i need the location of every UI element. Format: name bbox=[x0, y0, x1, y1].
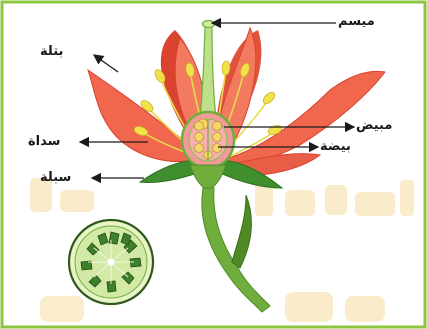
stigma bbox=[203, 21, 215, 28]
label-sepal: سبلة bbox=[40, 170, 71, 185]
label-ovule: بيضة bbox=[320, 139, 351, 154]
label-petal: بتلة bbox=[40, 44, 63, 59]
label-stamen: سداة bbox=[28, 134, 60, 149]
label-ovary: مبيض bbox=[356, 118, 392, 133]
stem-cross-section bbox=[69, 220, 153, 304]
label-stigma: ميسم bbox=[338, 14, 375, 29]
